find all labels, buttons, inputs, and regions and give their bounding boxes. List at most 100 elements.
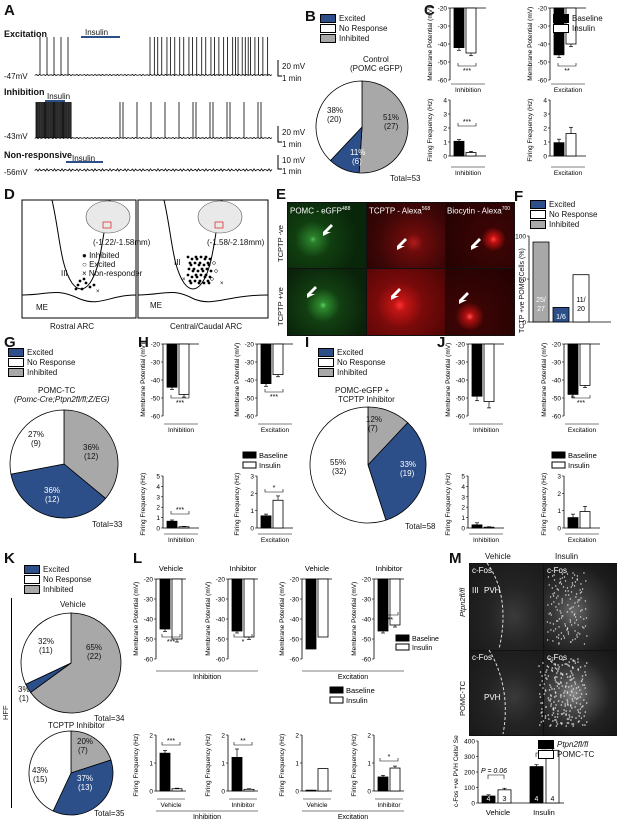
dot-inhibited	[186, 273, 190, 277]
cfos-cell	[578, 715, 580, 717]
dot-inhibited	[207, 263, 211, 267]
cfos-cell	[579, 712, 581, 714]
legend-swatch-inhibited	[530, 220, 546, 230]
tick-label: 0	[557, 526, 561, 533]
f-bar-label: 1/6	[556, 314, 566, 321]
legend-swatch-insulin	[329, 696, 344, 704]
sig-bracket	[571, 395, 591, 399]
tick-label: 3	[557, 474, 561, 481]
tick-label: -60	[552, 414, 562, 421]
cfos-cell	[554, 667, 557, 669]
bar	[166, 520, 178, 529]
cfos-cell	[553, 601, 555, 603]
cfos-cell	[583, 643, 586, 645]
tick-label: -40	[552, 378, 562, 385]
dot-inhibited	[202, 263, 206, 267]
l-group-inhibition-2: Inhibition	[193, 814, 221, 821]
legend-noresponse: No Response	[339, 24, 388, 33]
cfos-cell	[554, 707, 557, 709]
tick-label: -50	[290, 637, 300, 644]
sig-bracket	[379, 612, 399, 616]
cfos-cell	[579, 708, 582, 710]
legend-baseline: Baseline	[568, 451, 597, 460]
cfos-cell	[569, 676, 571, 678]
bar	[171, 788, 183, 792]
cfos-cell	[572, 674, 574, 676]
y-axis-label: Firing Frequency (Hz)	[427, 99, 434, 162]
trace-baseline	[34, 136, 273, 140]
dot-inhibited	[204, 255, 208, 259]
cfos-cell	[553, 574, 555, 576]
cfos-cell	[538, 693, 541, 695]
legend-swatch-inhibited	[320, 34, 336, 44]
cfos-cell	[552, 640, 554, 642]
y-axis-label: Membrane Potential (mV)	[427, 7, 434, 81]
sig-bracket	[487, 774, 505, 779]
x-axis-label: Excitation	[554, 87, 583, 94]
cfos-cell	[541, 715, 543, 717]
cfos-cell	[538, 724, 541, 726]
k-total-2: Total=35	[94, 809, 125, 818]
cfos-cell	[585, 617, 588, 619]
cfos-cell	[560, 722, 563, 724]
a-traces	[34, 36, 282, 172]
cfos-cell	[566, 718, 569, 720]
tick-label: -20	[456, 342, 466, 349]
tick-label: -50	[438, 60, 448, 67]
cfos-cell	[565, 685, 567, 687]
dot-nonresponder: ×	[96, 289, 100, 295]
bar	[529, 766, 544, 804]
e-row-label-1: TCPTP -ve	[276, 225, 285, 262]
k-vehicle: Vehicle	[60, 600, 86, 609]
dot-inhibited	[205, 267, 209, 271]
i-title-2: TCPTP Inhibitor	[338, 395, 395, 404]
x-axis-label: Vehicle	[161, 802, 182, 809]
i-n-3: (32)	[332, 467, 347, 476]
tick-label: 1	[557, 508, 561, 515]
cfos-cell	[560, 713, 563, 715]
e-header-2: TCPTP - Alexa568	[369, 205, 430, 216]
tick-label: 0	[367, 789, 371, 796]
i-title-1: POMC-eGFP +	[335, 386, 390, 395]
cfos-cell	[580, 583, 582, 585]
panel-label-g: G	[4, 334, 16, 351]
k-b-n-3: (15)	[33, 775, 48, 784]
dot-inhibited	[84, 281, 88, 285]
legend-swatch-insulin	[551, 461, 566, 469]
cfos-cell	[572, 572, 574, 574]
legend-excited: Excited	[337, 348, 364, 357]
d-legend-nonresp: × Non-responder	[82, 269, 142, 278]
cfos-cell	[585, 693, 588, 695]
cfos-cell	[546, 639, 549, 641]
f-bar-label: 20	[577, 306, 585, 313]
i-pct-3: 55%	[330, 458, 347, 467]
cfos-cell	[549, 700, 551, 702]
cfos-cell	[574, 697, 576, 699]
cfos-cell	[561, 577, 563, 579]
cfos-cell	[557, 713, 559, 715]
cfos-cell	[559, 610, 561, 612]
k-total-1: Total=34	[94, 714, 125, 723]
a-label-nonresponsive: Non-responsive	[4, 150, 73, 160]
cfos-cell	[566, 701, 569, 703]
cfos-cell	[570, 624, 573, 626]
k-a-n-3: (11)	[39, 646, 53, 655]
cfos-cell	[565, 663, 568, 665]
bar	[305, 578, 317, 650]
dot-inhibited	[195, 257, 199, 261]
m-n-label: 3	[503, 796, 507, 803]
g-legend: Excited No Response Inhibited	[8, 348, 75, 378]
cfos-cell	[541, 680, 544, 682]
cfos-cell	[584, 687, 586, 689]
sig-bracket	[233, 742, 253, 746]
dot-inhibited	[193, 279, 197, 283]
cfos-cell	[556, 636, 558, 638]
cfos-cell	[568, 716, 571, 718]
cfos-cell	[562, 635, 565, 637]
bar	[453, 7, 465, 48]
cfos-cell	[557, 710, 559, 712]
dot-nonresponder: ×	[182, 277, 186, 283]
